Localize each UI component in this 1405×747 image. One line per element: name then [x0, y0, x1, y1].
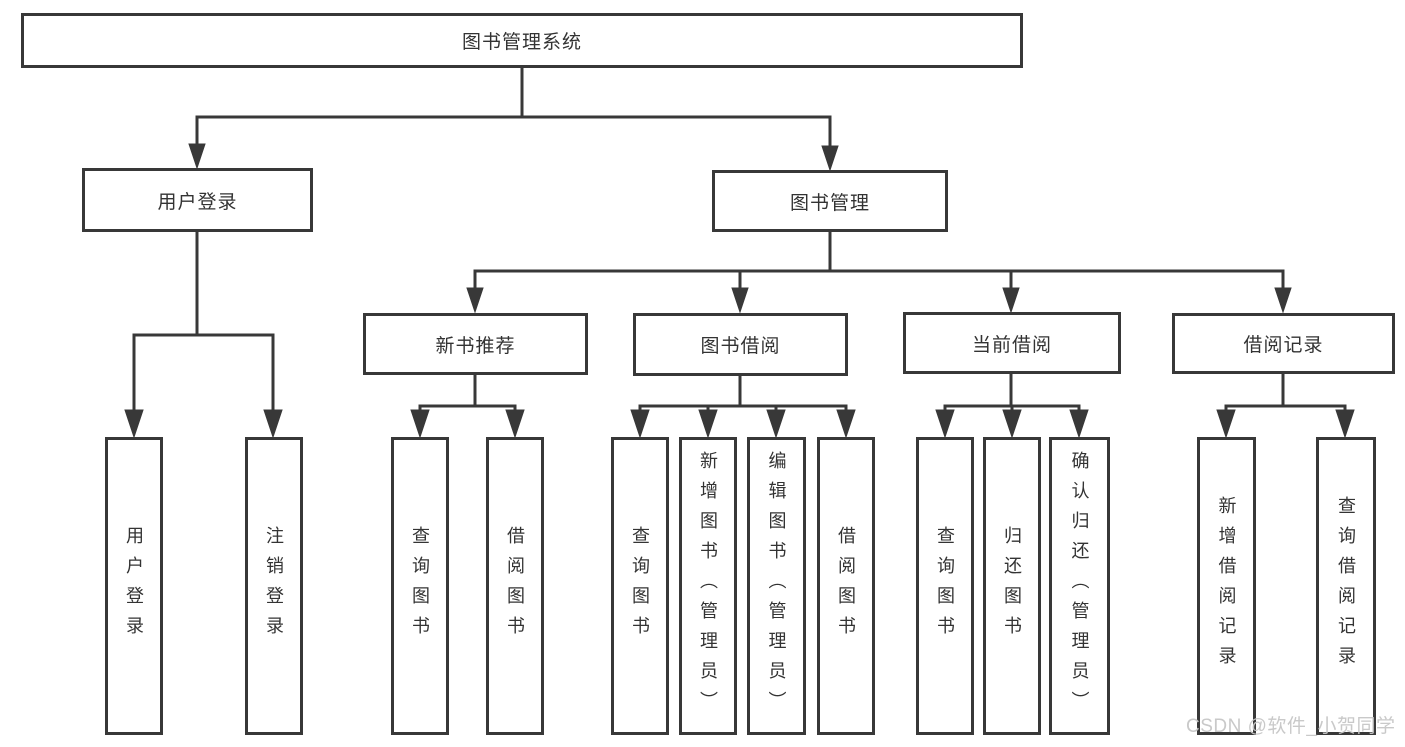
- leaf-return-books-label: 归还图书: [1002, 526, 1022, 646]
- leaf-return-books: 归还图书: [983, 437, 1041, 735]
- leaf-current-query-books: 查询图书: [916, 437, 974, 735]
- leaf-borrow-query-books-label: 查询图书: [630, 526, 650, 646]
- leaf-add-borrow-record-label: 新增借阅记录: [1216, 496, 1237, 676]
- leaf-recommend-borrow-books-label: 借阅图书: [505, 526, 525, 646]
- leaf-borrow-books: 借阅图书: [817, 437, 875, 735]
- leaf-logout-label: 注销登录: [264, 526, 284, 646]
- node-new-book-recommend-label: 新书推荐: [435, 335, 516, 357]
- node-book-management-label: 图书管理: [789, 192, 870, 214]
- leaf-borrow-books-label: 借阅图书: [836, 526, 856, 646]
- leaf-add-borrow-record: 新增借阅记录: [1197, 437, 1256, 735]
- leaf-logout: 注销登录: [245, 437, 303, 735]
- node-current-borrow: 当前借阅: [903, 312, 1121, 374]
- leaf-confirm-return-admin-label: 确认归还（管理员）: [1069, 451, 1090, 721]
- leaf-recommend-query-books: 查询图书: [391, 437, 449, 735]
- node-borrow-records: 借阅记录: [1172, 313, 1395, 374]
- node-root-label: 图书管理系统: [461, 32, 582, 53]
- leaf-query-borrow-record: 查询借阅记录: [1316, 437, 1376, 735]
- node-user-login: 用户登录: [82, 168, 313, 232]
- leaf-add-books-admin: 新增图书（管理员）: [679, 437, 737, 735]
- leaf-edit-books-admin-label: 编辑图书（管理员）: [766, 451, 787, 721]
- node-root-system: 图书管理系统: [21, 13, 1023, 68]
- leaf-recommend-borrow-books: 借阅图书: [486, 437, 544, 735]
- csdn-watermark: CSDN @软件_小贺同学: [1186, 716, 1396, 737]
- node-book-management: 图书管理: [712, 170, 948, 232]
- node-current-borrow-label: 当前借阅: [971, 334, 1052, 356]
- leaf-borrow-query-books: 查询图书: [611, 437, 669, 735]
- node-book-borrow-label: 图书借阅: [700, 336, 781, 357]
- leaf-user-login: 用户登录: [105, 437, 163, 735]
- leaf-confirm-return-admin: 确认归还（管理员）: [1049, 437, 1110, 735]
- leaf-user-login-label: 用户登录: [124, 526, 144, 646]
- leaf-add-books-admin-label: 新增图书（管理员）: [698, 451, 718, 721]
- leaf-recommend-query-books-label: 查询图书: [410, 526, 430, 646]
- leaf-current-query-books-label: 查询图书: [935, 526, 955, 646]
- leaf-edit-books-admin: 编辑图书（管理员）: [747, 437, 806, 735]
- leaf-query-borrow-record-label: 查询借阅记录: [1336, 496, 1356, 676]
- node-user-login-label: 用户登录: [157, 191, 238, 213]
- node-book-borrow: 图书借阅: [633, 313, 848, 376]
- node-new-book-recommend: 新书推荐: [363, 313, 588, 375]
- node-borrow-records-label: 借阅记录: [1243, 335, 1324, 356]
